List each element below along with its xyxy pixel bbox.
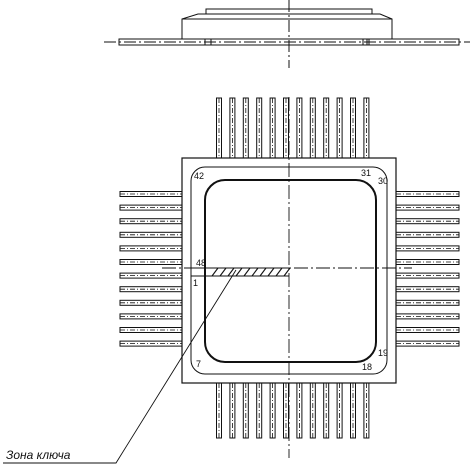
right-lead: [395, 204, 460, 211]
bottom-lead: [336, 382, 343, 439]
top-lead: [296, 97, 303, 159]
bottom-lead: [216, 382, 222, 439]
bottom-lead: [269, 382, 276, 439]
right-lead: [395, 245, 460, 252]
bottom-lead: [256, 382, 263, 439]
left-lead: [119, 245, 183, 252]
bottom-lead: [242, 382, 249, 439]
right-lead: [395, 231, 460, 238]
top-lead: [269, 97, 276, 159]
key-zone-leader-line: [3, 269, 237, 464]
right-lead: [395, 327, 460, 333]
left-lead: [119, 231, 183, 238]
right-lead: [395, 272, 460, 279]
pin-label-48: 48: [196, 258, 206, 268]
side-view: [104, 0, 470, 68]
package-cavity: [204, 179, 377, 363]
pin-label-1: 1: [193, 278, 198, 288]
left-lead: [119, 299, 183, 306]
right-lead: [395, 191, 460, 197]
top-lead: [309, 97, 316, 159]
top-lead: [350, 97, 356, 159]
left-lead: [119, 259, 183, 265]
pin-leads: [119, 97, 460, 439]
top-lead: [229, 97, 236, 159]
right-lead: [395, 299, 460, 306]
left-lead: [119, 340, 183, 347]
left-lead: [119, 286, 183, 293]
bottom-lead: [350, 382, 356, 439]
left-lead: [119, 272, 183, 279]
right-lead: [395, 340, 460, 347]
right-lead: [395, 313, 460, 320]
top-lead: [323, 97, 330, 159]
pin-label-31: 31: [361, 168, 371, 178]
key-zone-callout-label: Зона ключа: [6, 448, 71, 462]
top-lead: [242, 97, 249, 159]
bottom-lead: [363, 382, 370, 439]
left-lead: [119, 191, 183, 197]
bottom-lead: [296, 382, 303, 439]
bottom-lead: [309, 382, 316, 439]
pin-label-19: 19: [378, 348, 388, 358]
top-lead: [256, 97, 263, 159]
left-lead: [119, 313, 183, 320]
left-lead: [119, 218, 183, 225]
bottom-lead: [229, 382, 236, 439]
side-view-body: [181, 13, 393, 39]
right-lead: [395, 286, 460, 293]
top-lead: [363, 97, 370, 159]
pin-label-7: 7: [196, 359, 201, 369]
left-lead: [119, 204, 183, 211]
top-lead: [216, 97, 222, 159]
top-lead: [336, 97, 343, 159]
right-lead: [395, 218, 460, 225]
bottom-lead: [323, 382, 330, 439]
top-lead: [283, 97, 289, 159]
left-lead: [119, 327, 183, 333]
bottom-lead: [283, 382, 289, 439]
right-lead: [395, 259, 460, 265]
pin-label-18: 18: [362, 362, 372, 372]
pin-label-42: 42: [194, 171, 204, 181]
pin-label-30: 30: [378, 176, 388, 186]
